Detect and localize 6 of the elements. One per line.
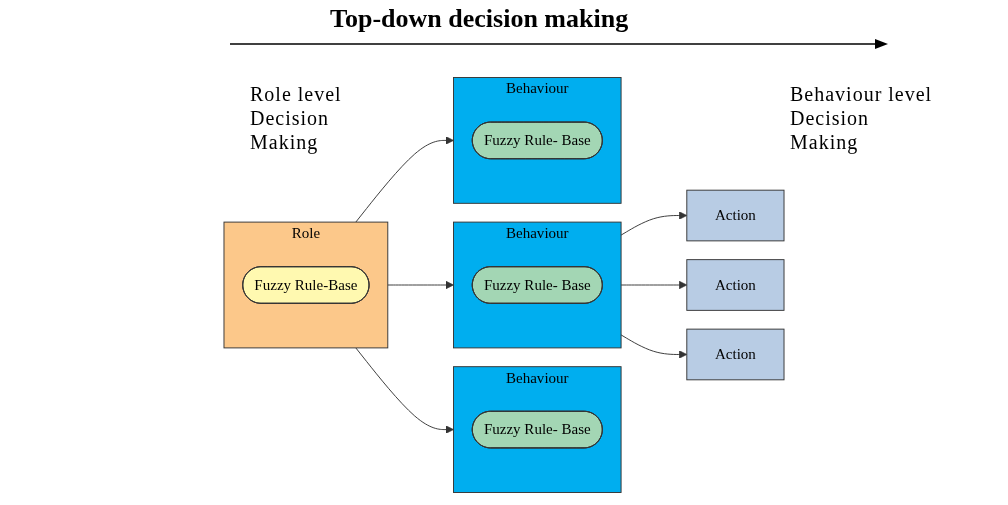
annotation-text: Role level Decision Making xyxy=(250,82,343,154)
node-box: Action xyxy=(686,189,785,242)
title: Top-down decision making xyxy=(330,4,629,34)
node-box: Action xyxy=(686,259,785,311)
annotation-text: Behaviour level Decision Making xyxy=(790,82,934,154)
node-box: Action xyxy=(686,328,785,381)
